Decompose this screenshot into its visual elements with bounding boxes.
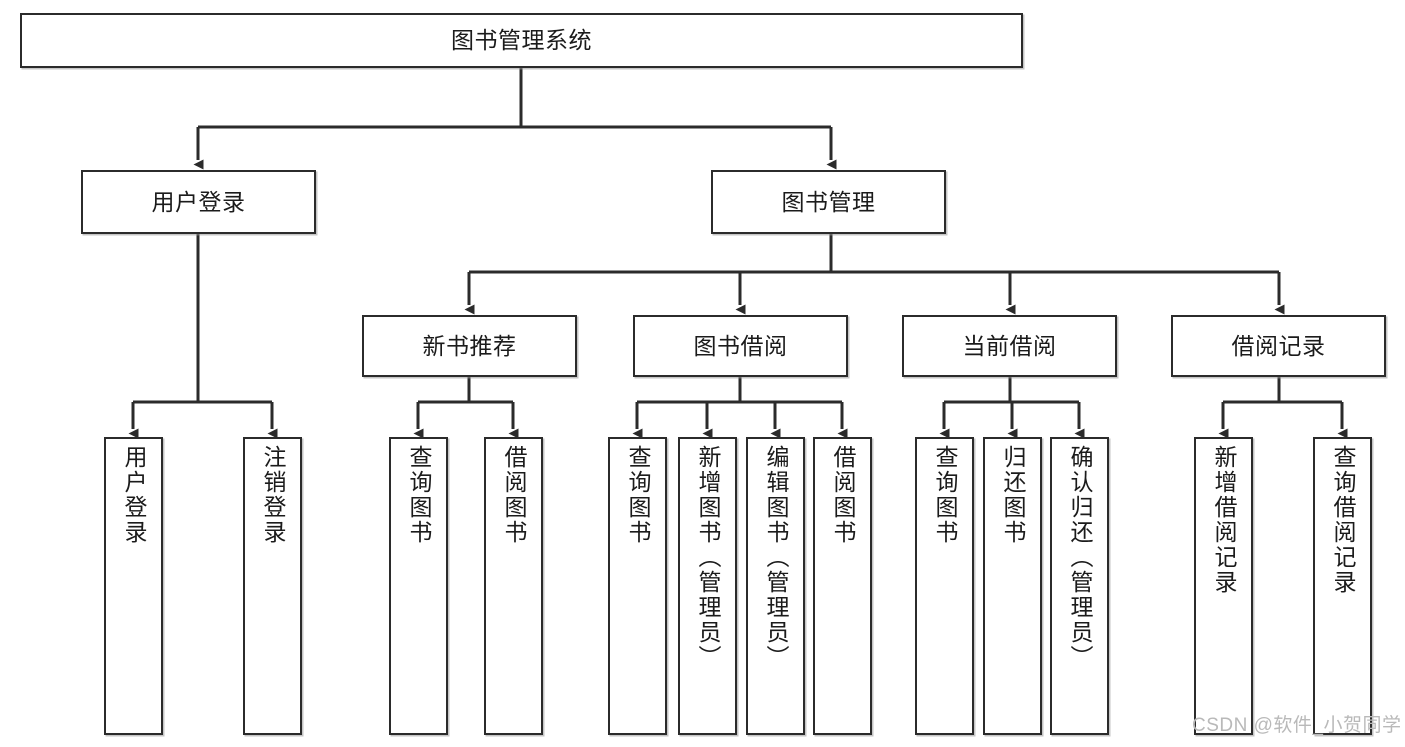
node-borrow-records[interactable]: 借阅记录 (1171, 315, 1386, 377)
node-label: 查询图书 (625, 445, 651, 545)
leaf-return-book[interactable]: 归还图书 (983, 437, 1042, 735)
node-label: 用户登录 (121, 445, 147, 545)
node-label: 借阅图书 (501, 445, 527, 545)
node-label: 编辑图书（管理员） (763, 445, 789, 670)
node-root-system[interactable]: 图书管理系统 (20, 13, 1023, 68)
node-label: 新增借阅记录 (1211, 445, 1237, 595)
leaf-query-book-recommend[interactable]: 查询图书 (389, 437, 448, 735)
node-label: 查询图书 (406, 445, 432, 545)
node-new-book-recommend[interactable]: 新书推荐 (362, 315, 577, 377)
leaf-user-login[interactable]: 用户登录 (104, 437, 163, 735)
node-label: 新增图书（管理员） (695, 445, 721, 670)
node-label: 确认归还（管理员） (1067, 445, 1093, 670)
node-label: 注销登录 (260, 445, 286, 545)
node-label: 归还图书 (1000, 445, 1026, 545)
node-label: 图书管理 (781, 188, 876, 215)
node-label: 查询图书 (932, 445, 958, 545)
node-book-borrow[interactable]: 图书借阅 (633, 315, 848, 377)
leaf-borrow-book-recommend[interactable]: 借阅图书 (484, 437, 543, 735)
node-label: 新书推荐 (422, 332, 517, 359)
leaf-borrow-book[interactable]: 借阅图书 (813, 437, 872, 735)
node-book-management[interactable]: 图书管理 (711, 170, 946, 234)
leaf-add-borrow-record[interactable]: 新增借阅记录 (1194, 437, 1253, 735)
leaf-query-book-borrow[interactable]: 查询图书 (608, 437, 667, 735)
leaf-logout[interactable]: 注销登录 (243, 437, 302, 735)
leaf-query-borrow-record[interactable]: 查询借阅记录 (1313, 437, 1372, 735)
node-label: 借阅图书 (830, 445, 856, 545)
node-label: 图书管理系统 (451, 27, 592, 54)
leaf-edit-book-admin[interactable]: 编辑图书（管理员） (746, 437, 805, 735)
node-label: 查询借阅记录 (1330, 445, 1356, 595)
watermark-text: CSDN @软件_小贺同学 (1192, 715, 1402, 736)
node-current-borrow[interactable]: 当前借阅 (902, 315, 1117, 377)
node-label: 图书借阅 (693, 332, 788, 359)
node-label: 当前借阅 (962, 332, 1057, 359)
leaf-query-book-current[interactable]: 查询图书 (915, 437, 974, 735)
node-label: 用户登录 (151, 188, 246, 215)
node-label: 借阅记录 (1231, 332, 1326, 359)
leaf-add-book-admin[interactable]: 新增图书（管理员） (678, 437, 737, 735)
node-user-login[interactable]: 用户登录 (81, 170, 316, 234)
leaf-confirm-return-admin[interactable]: 确认归还（管理员） (1050, 437, 1109, 735)
